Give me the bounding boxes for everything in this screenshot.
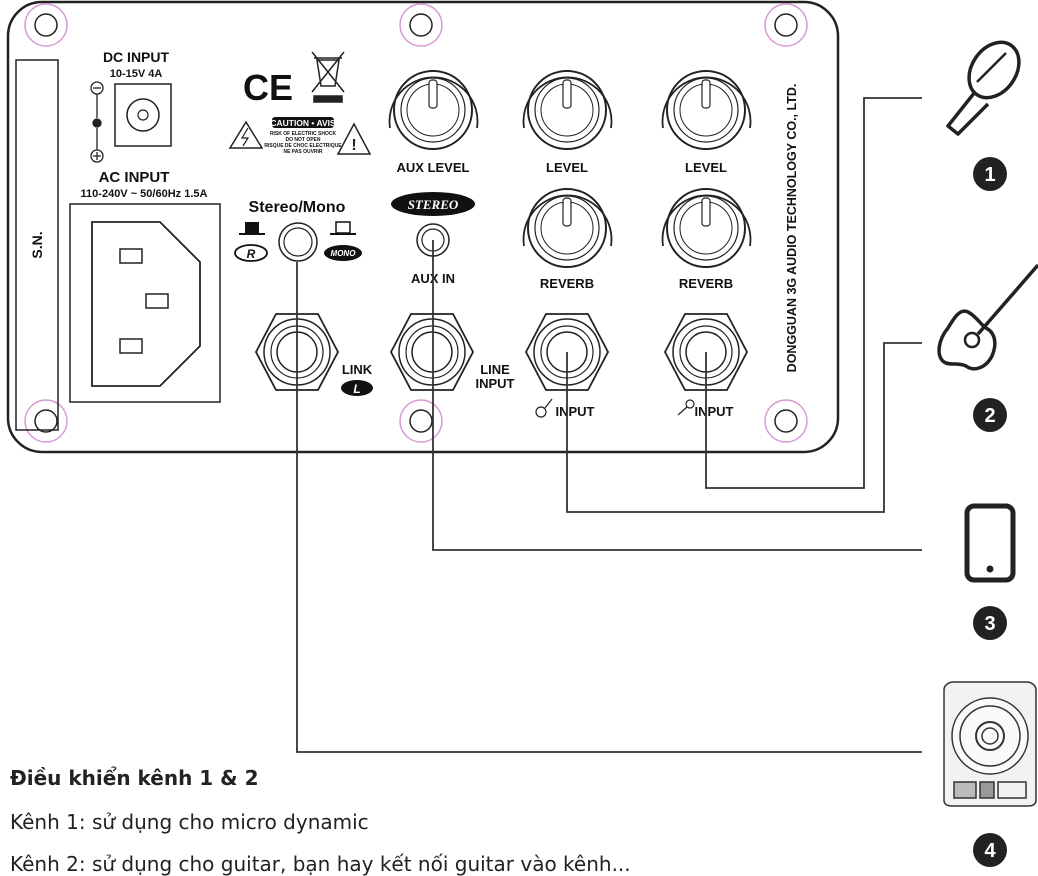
guitar-icon bbox=[937, 263, 1038, 371]
ac-input-socket[interactable] bbox=[69, 203, 221, 403]
serial-number-label: S.N. bbox=[29, 231, 45, 258]
device-number-3: 3 bbox=[973, 606, 1007, 640]
speaker-icon bbox=[943, 681, 1037, 807]
ac-input-title: AC INPUT bbox=[99, 169, 170, 186]
caution-title: CAUTION • AVIS bbox=[270, 118, 336, 128]
switch-pressed-icon bbox=[239, 222, 265, 235]
level-label-channel-2: LEVEL bbox=[685, 160, 727, 175]
polarity-symbol bbox=[90, 81, 104, 163]
caution-line-2: DO NOT OPEN bbox=[285, 137, 320, 143]
cable-guitar-to-guitar-input bbox=[566, 342, 922, 513]
level-label-channel-1: LEVEL bbox=[546, 160, 588, 175]
reverb-label-channel-2: REVERB bbox=[679, 276, 733, 291]
stereo-badge: STEREO bbox=[391, 192, 475, 216]
level-knob-channel-2[interactable] bbox=[661, 70, 752, 150]
svg-text:3: 3 bbox=[984, 613, 995, 635]
cable-speaker-to-link bbox=[296, 262, 922, 753]
aux-level-label: AUX LEVEL bbox=[397, 160, 470, 175]
svg-text:!: ! bbox=[351, 137, 356, 154]
weee-bin-icon bbox=[311, 51, 345, 103]
dc-input-spec: 10-15V 4A bbox=[110, 68, 163, 80]
guitar-small-icon bbox=[535, 398, 553, 418]
svg-text:L: L bbox=[353, 382, 360, 396]
guitar-input-label: INPUT bbox=[556, 404, 595, 419]
reverb-knob-channel-1[interactable] bbox=[522, 188, 613, 268]
ce-mark: CE bbox=[243, 67, 293, 108]
caution-line-1: RISK OF ELECTRIC SHOCK bbox=[270, 131, 337, 137]
aux-level-knob[interactable] bbox=[388, 70, 479, 150]
cable-phone-to-aux-in bbox=[432, 240, 922, 551]
mic-input-label: INPUT bbox=[695, 404, 734, 419]
screw-bottom-left bbox=[24, 399, 68, 443]
line-input-label-line-1: LINE bbox=[480, 362, 510, 377]
cables bbox=[296, 97, 922, 753]
microphone-icon bbox=[946, 40, 1021, 136]
switch-released-icon bbox=[330, 221, 356, 235]
caption-heading: Điều khiển kênh 1 & 2 bbox=[10, 766, 259, 790]
device-number-2: 2 bbox=[973, 398, 1007, 432]
screw-top-left bbox=[24, 3, 68, 47]
smartphone-icon bbox=[964, 503, 1016, 583]
caption-line-1: Kênh 1: sử dụng cho micro dynamic bbox=[10, 810, 369, 834]
corner-screws bbox=[24, 3, 808, 443]
l-badge: L bbox=[341, 380, 373, 396]
r-badge: R bbox=[234, 244, 268, 262]
caption-line-2: Kênh 2: sử dụng cho guitar, bạn hay kết … bbox=[10, 852, 631, 876]
level-knob-channel-1[interactable] bbox=[522, 70, 613, 150]
svg-text:2: 2 bbox=[984, 405, 995, 427]
dc-input-jack[interactable] bbox=[114, 83, 172, 147]
caution-line-3: RISQUE DE CHOC ELECTRIQUE bbox=[264, 143, 342, 149]
screw-bottom-right bbox=[764, 399, 808, 443]
mic-small-icon bbox=[677, 399, 695, 416]
device-number-4: 4 bbox=[973, 833, 1007, 867]
svg-text:R: R bbox=[247, 247, 256, 261]
cable-mic-to-mic-input bbox=[705, 97, 922, 489]
screw-top-right bbox=[764, 3, 808, 47]
screw-bottom-center bbox=[399, 399, 443, 443]
svg-text:MONO: MONO bbox=[331, 249, 357, 258]
device-number-1: 1 bbox=[973, 157, 1007, 191]
ac-input-spec: 110-240V ~ 50/60Hz 1.5A bbox=[81, 188, 208, 200]
line-input-jack[interactable] bbox=[389, 313, 475, 391]
caution-warning: ! CAUTION • AVIS RISK OF ELECTRIC SHOCK … bbox=[228, 117, 372, 155]
svg-text:STEREO: STEREO bbox=[408, 197, 459, 212]
stereo-mono-switch[interactable] bbox=[278, 222, 318, 262]
serial-number-strip bbox=[15, 59, 59, 431]
reverb-label-channel-1: REVERB bbox=[540, 276, 594, 291]
link-label: LINK bbox=[342, 362, 373, 377]
svg-text:1: 1 bbox=[984, 164, 995, 186]
manufacturer-label: DONGGUAN 3G AUDIO TECHNOLOGY CO., LTD. bbox=[785, 84, 799, 373]
screw-top-center bbox=[399, 3, 443, 47]
reverb-knob-channel-2[interactable] bbox=[661, 188, 752, 268]
svg-text:4: 4 bbox=[984, 840, 996, 862]
mono-badge: MONO bbox=[324, 245, 362, 261]
caution-line-4: NE PAS OUVRIR bbox=[283, 149, 322, 155]
line-input-label-line-2: INPUT bbox=[476, 376, 515, 391]
dc-input-title: DC INPUT bbox=[103, 49, 170, 65]
stereo-mono-label: Stereo/Mono bbox=[249, 199, 346, 216]
